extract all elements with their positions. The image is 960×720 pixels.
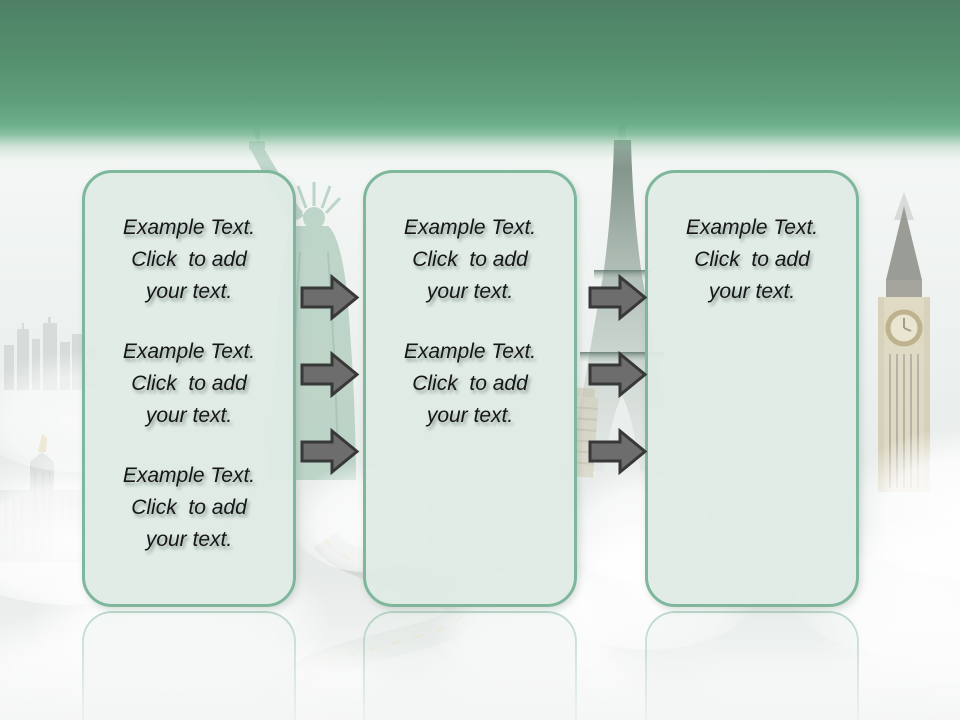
arrow-right-icon: [588, 428, 648, 475]
title-rest: – Your Title Text Here: [378, 56, 710, 93]
arrow-right-icon: [588, 351, 648, 398]
placeholder-paragraph: Example Text. Click to add your text.: [403, 216, 537, 303]
placeholder-paragraph: Example Text. Click to add your text.: [122, 340, 256, 427]
process-step-box-1[interactable]: Example Text. Click to add your text. Exa…: [82, 170, 296, 607]
arrow-right-icon: [300, 351, 360, 398]
slide-title: Process – Your Title Text Here: [0, 52, 960, 98]
arrow-right-icon: [588, 274, 648, 321]
process-step-box-2[interactable]: Example Text. Click to add your text. Exa…: [363, 170, 577, 607]
box-reflection: [82, 611, 296, 720]
arrow-right-icon: [300, 428, 360, 475]
title-keyword: Process: [250, 56, 379, 93]
box-content: Example Text. Click to add your text. Exa…: [378, 212, 562, 432]
placeholder-paragraph: Example Text. Click to add your text.: [403, 340, 537, 427]
box-reflection: [645, 611, 859, 720]
placeholder-paragraph: Example Text. Click to add your text.: [685, 216, 819, 303]
placeholder-paragraph: Example Text. Click to add your text.: [122, 216, 256, 303]
box-content: Example Text. Click to add your text. Exa…: [97, 212, 281, 556]
process-step-box-3[interactable]: Example Text. Click to add your text.: [645, 170, 859, 607]
placeholder-paragraph: Example Text. Click to add your text.: [122, 464, 256, 551]
box-reflection: [363, 611, 577, 720]
arrow-right-icon: [300, 274, 360, 321]
box-content: Example Text. Click to add your text.: [660, 212, 844, 308]
